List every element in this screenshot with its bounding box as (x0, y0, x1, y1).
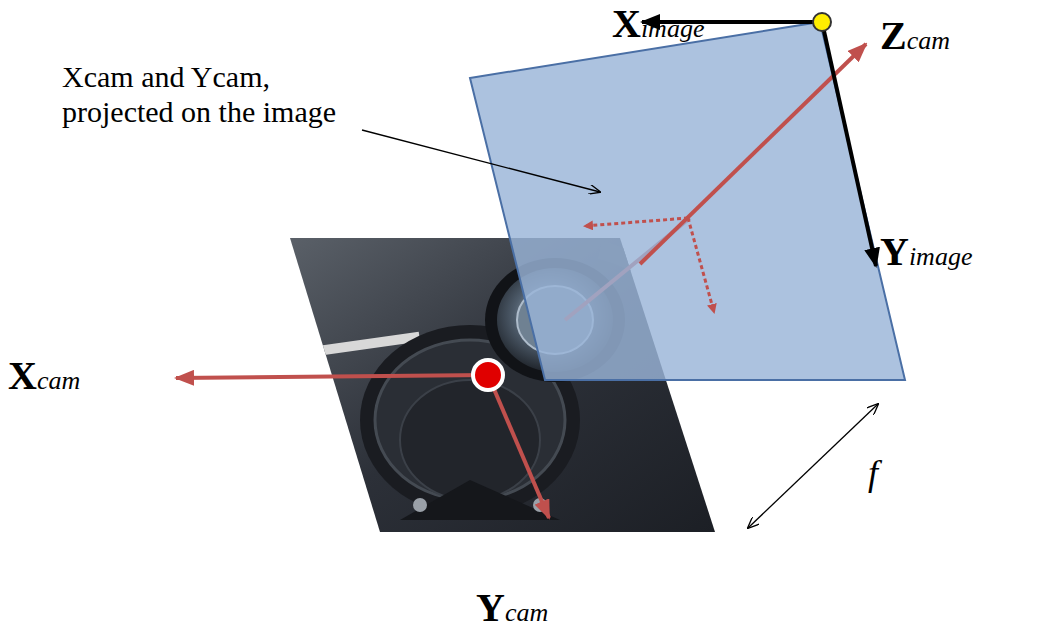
axis-label: Zcam (880, 12, 950, 60)
projected-x-axis (585, 218, 688, 226)
leader-line (362, 130, 600, 192)
focal-length-label: f (868, 452, 878, 494)
image-plane (470, 22, 905, 380)
y-cam-axis (488, 375, 549, 518)
axis-label: Yimage (880, 228, 972, 276)
note-text: Xcam and Ycam, projected on the image (62, 60, 362, 129)
camera-center-dot (473, 360, 503, 390)
z-axis-arrow (640, 44, 866, 264)
image-origin-dot (813, 13, 831, 31)
focal-length-arrow (748, 404, 878, 528)
axis-label: Xcam (8, 352, 80, 400)
x-cam-axis (176, 375, 488, 378)
y-image-axis (822, 22, 876, 266)
axis-label: Ximage (612, 0, 704, 48)
projected-y-axis (688, 218, 714, 312)
axis-label: Ycam (476, 584, 548, 632)
